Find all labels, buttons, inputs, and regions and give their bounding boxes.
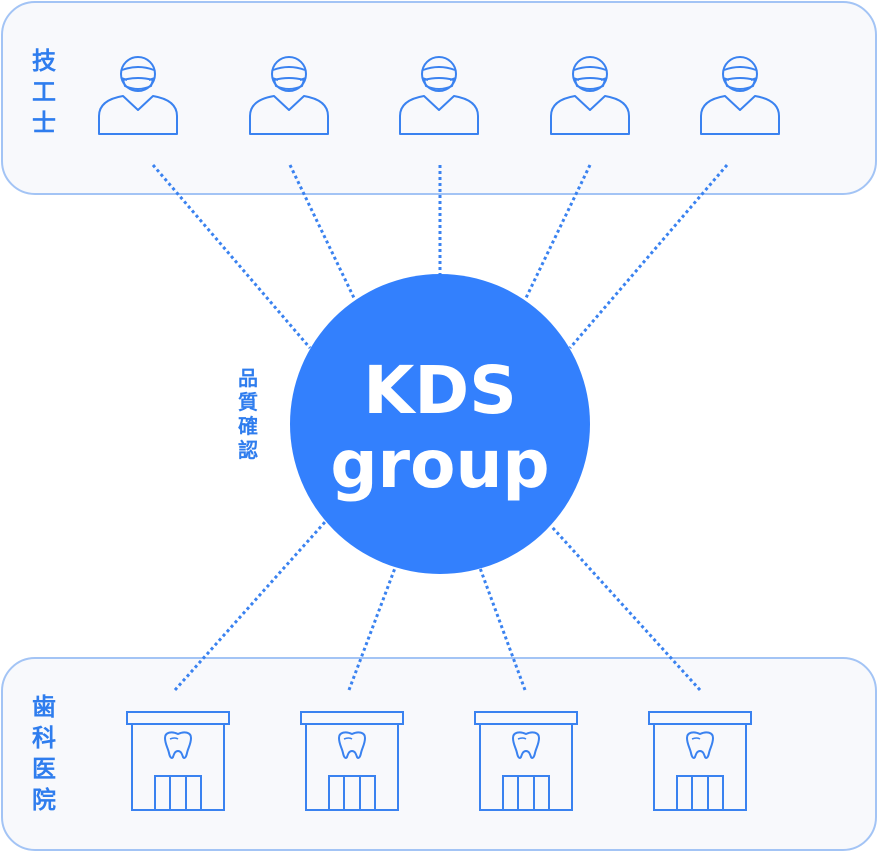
connector-line bbox=[288, 164, 357, 301]
hub-title-line2: group bbox=[330, 426, 550, 503]
connector-line bbox=[151, 164, 312, 349]
connector-line bbox=[347, 567, 397, 691]
technicians-label: 技 工 士 bbox=[32, 47, 56, 137]
kds-hub-circle bbox=[290, 274, 590, 574]
connector-lines bbox=[151, 164, 729, 692]
hub-title: KDS group bbox=[290, 354, 590, 502]
clinics-label: 歯 科 医 院 bbox=[32, 693, 56, 814]
dental-clinic-icon bbox=[300, 711, 404, 811]
technician-icon bbox=[249, 56, 329, 135]
quality-check-label: 品 質 確 認 bbox=[238, 366, 258, 462]
technician-icon bbox=[98, 56, 178, 135]
technician-icon bbox=[550, 56, 630, 135]
technician-icon bbox=[399, 56, 479, 135]
connector-line bbox=[173, 521, 327, 691]
connector-line bbox=[550, 525, 702, 692]
clinics-panel bbox=[1, 657, 877, 851]
connector-line bbox=[523, 164, 592, 301]
dental-clinic-icon bbox=[474, 711, 578, 811]
technician-icon bbox=[700, 56, 780, 135]
connector-line bbox=[568, 164, 729, 349]
hub-title-line1: KDS bbox=[363, 352, 517, 429]
technicians-panel bbox=[1, 1, 877, 195]
dental-clinic-icon bbox=[648, 711, 752, 811]
connector-line bbox=[478, 567, 527, 691]
dental-clinic-icon bbox=[126, 711, 230, 811]
